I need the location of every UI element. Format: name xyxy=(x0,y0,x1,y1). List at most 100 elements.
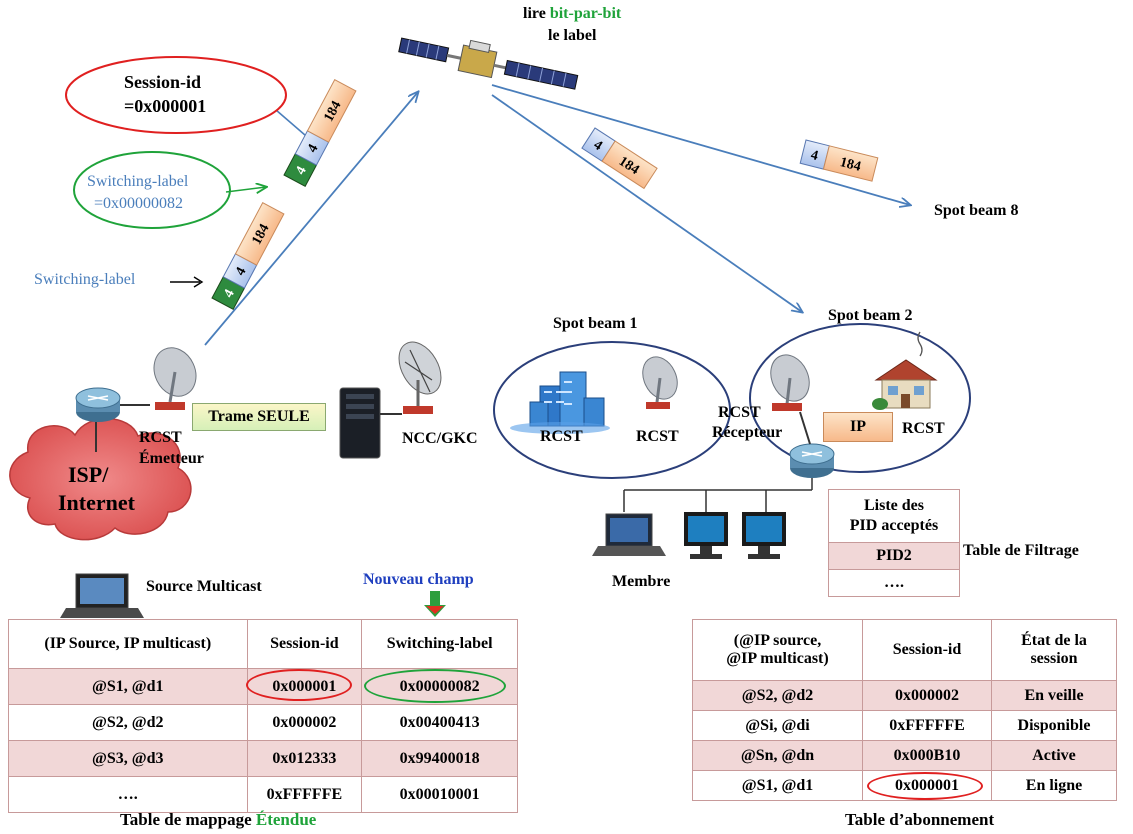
subscription-cell: Active xyxy=(991,740,1117,771)
table-row: @S3, @d3 0x012333 0x99400018 xyxy=(8,740,518,777)
mapping-caption-prefix: Table de mappage xyxy=(120,810,256,829)
session-id-value: =0x000001 xyxy=(124,96,207,116)
emitter-dish-icon xyxy=(153,347,197,410)
subscription-cell: @Sn, @dn xyxy=(691,740,864,771)
spot-beam-1-ellipse xyxy=(493,341,731,479)
source-multicast-label: Source Multicast xyxy=(146,578,262,595)
mapping-cell: @S3, @d3 xyxy=(8,740,248,777)
packet-beam2: 4 184 xyxy=(581,127,658,190)
subscription-cell: @S2, @d2 xyxy=(691,680,864,711)
uplink-arrow xyxy=(204,92,418,346)
mapping-cell: @S2, @d2 xyxy=(8,704,248,741)
table-row: @Si, @di 0xFFFFFE Disponible xyxy=(691,710,1117,741)
switching-label-callout: Switching-label xyxy=(87,173,189,190)
source-laptop-icon xyxy=(60,573,144,618)
subscription-table: (@IP source,@IP multicast) Session-id Ét… xyxy=(691,619,1117,801)
internet-cloud-icon xyxy=(9,417,192,541)
mapping-table: (IP Source, IP multicast) Session-id Swi… xyxy=(8,619,518,813)
session-id-callout: Session-id xyxy=(124,72,202,92)
mapping-cell: 0x000002 xyxy=(246,704,363,741)
desktop-icon-2 xyxy=(742,512,786,559)
rcst-beam2-house-label: RCST xyxy=(902,420,945,437)
table-row: @S1, @d1 0x000001 En ligne xyxy=(691,770,1117,801)
packet-beam8: 4 184 xyxy=(799,139,879,182)
subscription-cell: 0x000B10 xyxy=(862,740,992,771)
session-id-ellipse xyxy=(65,56,287,134)
spot-beam-2-label: Spot beam 2 xyxy=(828,307,913,324)
rcst-beam1-dish-label: RCST xyxy=(636,428,679,445)
desktop-icon xyxy=(684,512,728,559)
spot-beam-1-label: Spot beam 1 xyxy=(553,315,638,332)
subscription-header-session: Session-id xyxy=(862,619,992,681)
rcst-emetteur-label: RCST xyxy=(139,429,182,446)
downlink-arrow-beam8 xyxy=(491,84,910,205)
ip-box: IP xyxy=(823,412,893,442)
subscription-cell: @S1, @d1 xyxy=(691,770,864,801)
downlink-arrow-beam2 xyxy=(491,94,802,312)
building-icon xyxy=(510,371,610,434)
satellite-read-prefix: lire xyxy=(523,5,550,22)
ip-label: IP xyxy=(850,418,866,435)
spot-beam-2-ellipse xyxy=(749,323,971,473)
isp-label: ISP/ xyxy=(68,462,109,487)
mapping-cell: 0x00000082 xyxy=(361,668,518,705)
trame-box: Trame SEULE xyxy=(192,403,326,431)
switching-label-arrow xyxy=(170,276,204,288)
spot-beam-8-label: Spot beam 8 xyxy=(934,202,1019,219)
server-icon xyxy=(339,387,402,459)
subscription-cell: 0x000001 xyxy=(862,770,992,801)
subscription-table-caption: Table d’abonnement xyxy=(845,810,995,829)
switching-label-ellipse xyxy=(73,151,231,229)
filter-row: PID2 xyxy=(828,542,960,570)
mapping-caption-emph: Étendue xyxy=(255,810,317,829)
ncc-dish-icon xyxy=(398,341,442,414)
ncc-label: NCC/GKC xyxy=(402,430,478,447)
satellite-icon xyxy=(398,37,579,90)
isp-label-2: Internet xyxy=(58,490,135,515)
packet-payload-field: 184 xyxy=(838,155,862,175)
beam1-dish-icon xyxy=(642,356,678,409)
rcst-recepteur-label: RCST xyxy=(718,404,761,421)
filter-header-line2: PID acceptés xyxy=(849,517,939,534)
switching-label-value: =0x00000082 xyxy=(94,195,184,212)
packet-with-label: 4 4 184 xyxy=(283,78,357,187)
satellite-read-emph: bit-par-bit xyxy=(549,5,622,22)
green-highlight-ellipse xyxy=(364,669,507,703)
mapping-cell: 0x99400018 xyxy=(361,740,518,777)
rcst-recepteur-label-2: Récepteur xyxy=(712,424,783,441)
sub-header-ip-line1: (@IP source, xyxy=(733,632,822,649)
subscription-cell: En veille xyxy=(991,680,1117,711)
house-icon xyxy=(872,331,938,410)
subscription-header-ip: (@IP source,@IP multicast) xyxy=(691,619,864,681)
filter-table-caption: Table de Filtrage xyxy=(963,542,1079,559)
member-laptop-icon xyxy=(592,513,666,556)
sub-header-state-line1: État de la xyxy=(1021,632,1087,649)
mapping-cell: 0x012333 xyxy=(246,740,363,777)
filter-row: …. xyxy=(828,569,960,597)
subscription-cell: En ligne xyxy=(991,770,1117,801)
packet-with-label-2: 4 4 184 xyxy=(211,201,285,310)
mapping-header-switching: Switching-label xyxy=(361,619,518,669)
subscription-cell: @Si, @di xyxy=(691,710,864,741)
mapping-cell: 0xFFFFFE xyxy=(246,776,363,813)
red-highlight-ellipse xyxy=(245,669,352,701)
table-row: @S1, @d1 0x000001 0x00000082 xyxy=(8,668,518,705)
trame-label: Trame SEULE xyxy=(208,408,310,425)
mapping-cell: @S1, @d1 xyxy=(8,668,248,705)
rcst-emetteur-label-2: Émetteur xyxy=(139,450,204,467)
mapping-cell: …. xyxy=(8,776,248,813)
mapping-table-caption: Table de mappage Étendue xyxy=(120,810,316,830)
packet-header-field: 4 xyxy=(809,148,819,164)
receiver-dish-icon xyxy=(770,354,810,411)
table-row: …. 0xFFFFFE 0x00010001 xyxy=(8,776,518,813)
switching-label-arrow-text: Switching-label xyxy=(34,271,136,288)
switching-label-pointer xyxy=(225,187,266,192)
table-row: @S2, @d2 0x000002 0x00400413 xyxy=(8,704,518,741)
mapping-cell: 0x000001 xyxy=(245,668,363,705)
filter-header-line1: Liste des xyxy=(864,497,924,514)
table-row: @Sn, @dn 0x000B10 Active xyxy=(691,740,1117,771)
receiver-router-icon xyxy=(789,443,835,478)
